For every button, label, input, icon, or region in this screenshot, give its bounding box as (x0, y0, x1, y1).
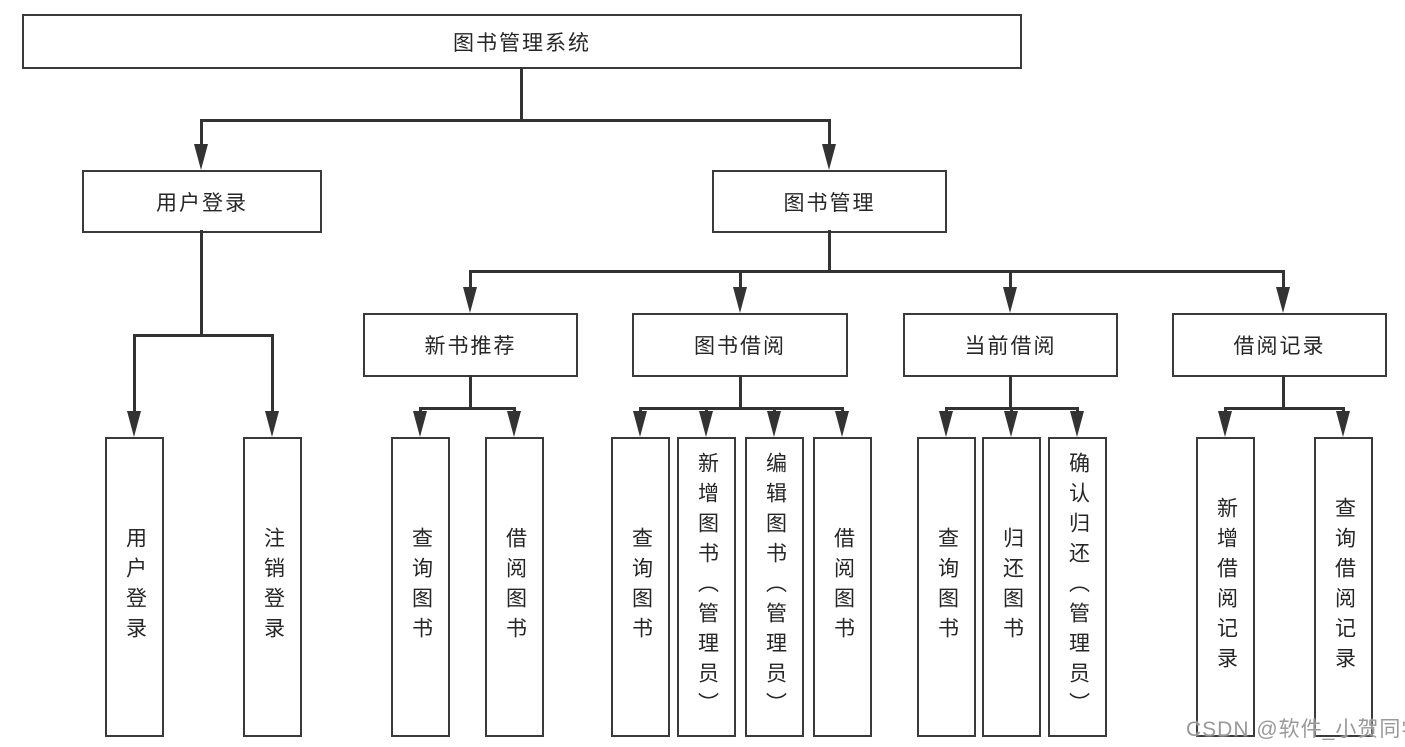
leaf-return-book-label: 归还图书 (1000, 527, 1024, 647)
connector-line (199, 230, 203, 335)
connector-line (1008, 270, 1012, 289)
node-current-borrow: 当前借阅 (903, 313, 1118, 377)
connector-line (199, 118, 831, 122)
connector-line (132, 334, 136, 413)
node-current-borrow-label: 当前借阅 (964, 335, 1057, 358)
leaf-edit-book-admin-label: 编辑图书（管理员） (763, 452, 787, 722)
leaf-add-borrow-record: 新增借阅记录 (1196, 437, 1255, 737)
connector-line (1223, 407, 1345, 410)
connector-line (1281, 375, 1285, 409)
leaf-borrow-books-recommend: 借阅图书 (485, 437, 544, 737)
leaf-query-borrow-record: 查询借阅记录 (1314, 437, 1373, 737)
connector-line (418, 407, 516, 410)
connector-line (468, 375, 472, 409)
node-root: 图书管理系统 (22, 14, 1022, 69)
watermark: CSDN @软件_小贺同学 (1186, 718, 1405, 741)
leaf-query-books-current-label: 查询图书 (935, 527, 959, 647)
node-user-login: 用户登录 (82, 170, 322, 233)
leaf-edit-book-admin: 编辑图书（管理员） (745, 437, 804, 737)
connector-line (638, 407, 844, 410)
arrow-down-icon (821, 144, 836, 170)
leaf-query-books-recommend: 查询图书 (391, 437, 450, 737)
leaf-logout-label: 注销登录 (261, 527, 285, 647)
connector-line (1008, 375, 1012, 409)
connector-line (1281, 270, 1285, 289)
leaf-user-login: 用户登录 (105, 437, 164, 737)
connector-line (468, 270, 472, 289)
arrow-down-icon (193, 144, 208, 170)
arrow-down-icon (732, 287, 747, 313)
connector-line (827, 119, 831, 147)
arrow-down-icon (506, 410, 521, 437)
node-borrow-records-label: 借阅记录 (1233, 335, 1326, 358)
arrow-down-icon (126, 411, 141, 437)
arrow-down-icon (632, 410, 647, 437)
node-new-book-recommend-label: 新书推荐 (424, 335, 517, 358)
arrow-down-icon (938, 410, 953, 437)
connector-line (827, 230, 831, 271)
node-book-management: 图书管理 (712, 170, 947, 233)
node-book-borrow-label: 图书借阅 (694, 335, 786, 358)
arrow-down-icon (1003, 410, 1018, 437)
leaf-add-book-admin: 新增图书（管理员） (677, 437, 736, 737)
arrow-down-icon (1275, 287, 1290, 313)
arrow-down-icon (1069, 410, 1084, 437)
connector-line (199, 119, 203, 147)
node-root-label: 图书管理系统 (453, 31, 591, 55)
leaf-confirm-return-admin: 确认归还（管理员） (1048, 437, 1107, 737)
arrow-down-icon (462, 287, 477, 313)
node-borrow-records: 借阅记录 (1172, 313, 1387, 377)
node-book-management-label: 图书管理 (783, 191, 876, 215)
arrow-down-icon (698, 410, 713, 437)
leaf-add-borrow-record-label: 新增借阅记录 (1214, 497, 1238, 677)
leaf-logout: 注销登录 (243, 437, 302, 737)
arrow-down-icon (766, 410, 781, 437)
node-new-book-recommend: 新书推荐 (363, 313, 578, 377)
arrow-down-icon (1217, 410, 1232, 437)
leaf-query-books-borrow: 查询图书 (611, 437, 670, 737)
arrow-down-icon (834, 410, 849, 437)
arrow-down-icon (264, 411, 279, 437)
node-user-login-label: 用户登录 (156, 191, 248, 215)
arrow-down-icon (1002, 287, 1017, 313)
connector-line (738, 270, 742, 289)
leaf-borrow-books-recommend-label: 借阅图书 (503, 527, 527, 647)
leaf-add-book-admin-label: 新增图书（管理员） (695, 452, 719, 722)
leaf-borrow-books-borrow: 借阅图书 (813, 437, 872, 737)
leaf-query-borrow-record-label: 查询借阅记录 (1332, 497, 1356, 677)
connector-line (270, 334, 274, 413)
leaf-query-books-borrow-label: 查询图书 (629, 527, 653, 647)
leaf-query-books-recommend-label: 查询图书 (409, 527, 433, 647)
connector-line (132, 333, 274, 337)
leaf-borrow-books-borrow-label: 借阅图书 (831, 527, 855, 647)
node-book-borrow: 图书借阅 (632, 313, 848, 377)
leaf-user-login-label: 用户登录 (123, 527, 147, 647)
leaf-confirm-return-admin-label: 确认归还（管理员） (1066, 452, 1090, 722)
connector-line (519, 67, 523, 120)
connector-line (468, 269, 1285, 273)
arrow-down-icon (1335, 410, 1350, 437)
arrow-down-icon (412, 410, 427, 437)
leaf-query-books-current: 查询图书 (917, 437, 976, 737)
connector-line (738, 375, 742, 409)
leaf-return-book: 归还图书 (982, 437, 1041, 737)
